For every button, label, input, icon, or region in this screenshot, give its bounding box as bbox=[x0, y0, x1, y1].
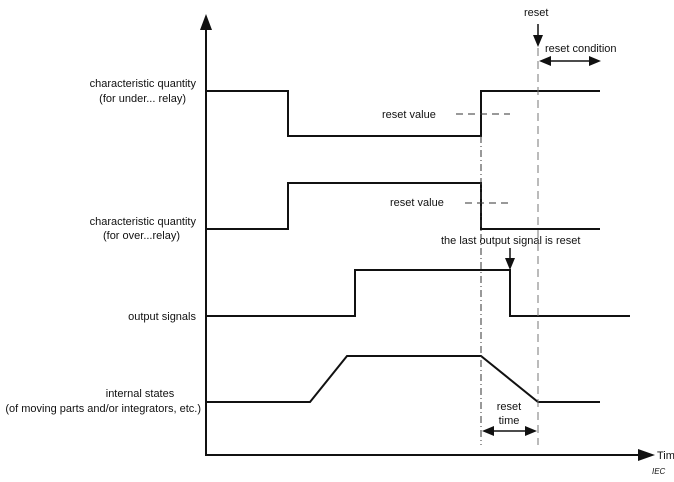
reset-time-arrow-left-icon bbox=[482, 426, 494, 436]
signal-internal-states bbox=[206, 355, 600, 403]
reset-arrow-icon bbox=[533, 35, 543, 47]
reset-condition-label: reset condition bbox=[545, 43, 617, 55]
row-label-over-line2: (for over...relay) bbox=[103, 230, 180, 242]
reset-condition-arrow-left-icon bbox=[539, 56, 551, 66]
last-output-reset-label: the last output signal is reset bbox=[441, 235, 580, 247]
row-label-output: output signals bbox=[128, 311, 196, 323]
last-output-reset-arrow-icon bbox=[505, 258, 515, 270]
reset-value-under-label: reset value bbox=[382, 109, 436, 121]
x-axis-arrow-icon bbox=[638, 449, 655, 461]
reset-time-label-line1: reset bbox=[497, 401, 521, 413]
x-axis-label: Time bbox=[657, 450, 674, 462]
signal-over-relay bbox=[206, 182, 600, 230]
row-label-internal-line1: internal states bbox=[106, 388, 175, 400]
reset-condition-arrow-right-icon bbox=[589, 56, 601, 66]
row-label-under-line1: characteristic quantity bbox=[90, 78, 197, 90]
signal-under-relay bbox=[206, 90, 600, 137]
reset-time-arrow-right-icon bbox=[525, 426, 537, 436]
reset-time-label-line2: time bbox=[499, 415, 520, 427]
y-axis-arrow-icon bbox=[200, 14, 212, 30]
signal-output bbox=[206, 269, 630, 317]
row-label-over-line1: characteristic quantity bbox=[90, 216, 197, 228]
row-label-under-line2: (for under... relay) bbox=[99, 93, 186, 105]
iec-credit: IEC bbox=[652, 467, 666, 476]
reset-label: reset bbox=[524, 7, 548, 19]
reset-value-over-label: reset value bbox=[390, 197, 444, 209]
row-label-internal-line2: (of moving parts and/or integrators, etc… bbox=[5, 403, 201, 415]
